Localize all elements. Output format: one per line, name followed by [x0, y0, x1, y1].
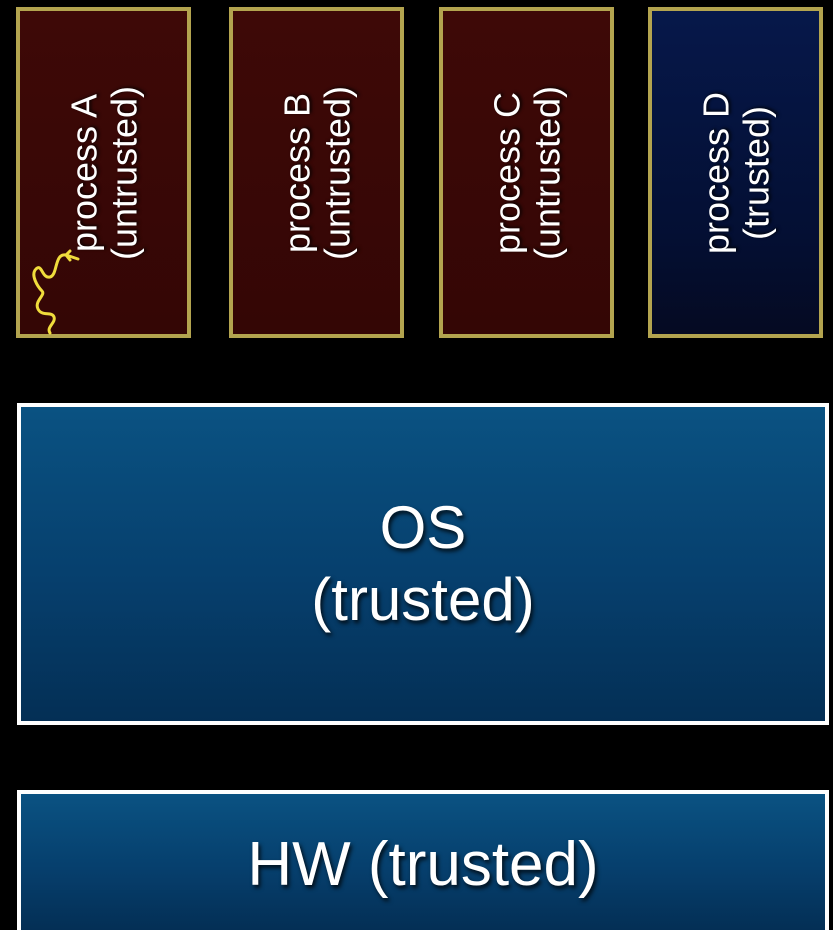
process-a-trust: (untrusted)	[102, 85, 144, 260]
squiggle-icon	[32, 249, 80, 335]
process-b-name: process B	[275, 92, 317, 253]
hw-label: HW (trusted)	[247, 830, 599, 899]
os-trust: (trusted)	[311, 566, 535, 633]
os-layer-box: OS (trusted)	[17, 403, 829, 725]
process-c-label: process C (untrusted)	[485, 85, 567, 260]
process-a-label: process A (untrusted)	[62, 85, 144, 260]
process-a-name: process A	[62, 93, 104, 252]
process-d-label: process D (trusted)	[694, 91, 776, 254]
process-d-name: process D	[694, 91, 736, 254]
process-a-box: process A (untrusted)	[16, 7, 191, 338]
process-c-box: process C (untrusted)	[439, 7, 614, 338]
os-name: OS	[379, 494, 467, 561]
hw-layer-box: HW (trusted)	[17, 790, 829, 930]
process-b-trust: (untrusted)	[315, 85, 357, 260]
process-b-box: process B (untrusted)	[229, 7, 404, 338]
process-b-label: process B (untrusted)	[275, 85, 357, 260]
process-d-box: process D (trusted)	[648, 7, 823, 338]
process-d-trust: (trusted)	[734, 105, 776, 240]
process-c-name: process C	[485, 91, 527, 254]
process-c-trust: (untrusted)	[525, 85, 567, 260]
